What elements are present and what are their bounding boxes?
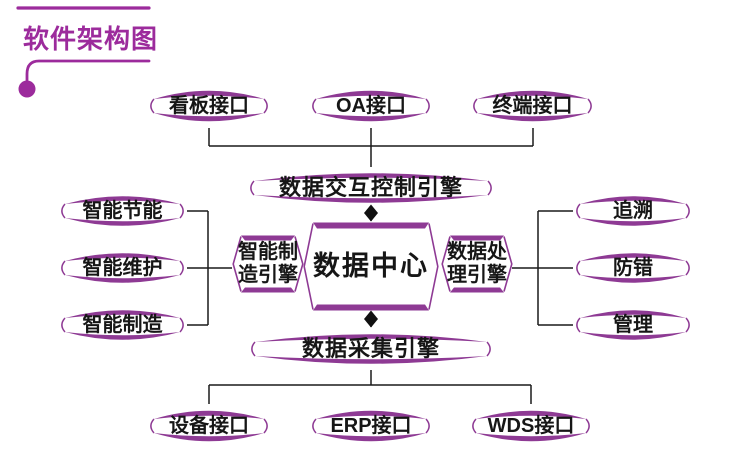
node-label: 数据中心 (313, 250, 429, 281)
node-terminal-interface: 终端接口 (470, 84, 595, 128)
node-data-interaction-control-engine: 数据交互控制引擎 (247, 167, 495, 209)
node-label: 智能节能 (82, 199, 163, 222)
page-title: 软件架构图 (23, 24, 159, 54)
title-underline-curve (25, 59, 151, 82)
node-label: 智能维护 (82, 256, 163, 279)
double-arrow-icon (364, 310, 378, 328)
node-traceability: 追溯 (573, 190, 693, 232)
node-label: ERP接口 (330, 414, 412, 437)
node-data-center: 数据中心 (303, 220, 439, 313)
node-label: 数据采集引擎 (301, 336, 440, 362)
node-error-proofing: 防错 (573, 247, 693, 289)
node-oa-interface: OA接口 (309, 84, 433, 128)
node-data-collection-engine: 数据采集引擎 (248, 328, 494, 370)
node-label: 追溯 (613, 199, 653, 222)
node-label: 管理 (613, 313, 653, 336)
bullet-dot-icon (18, 80, 36, 98)
node-label: 设备接口 (169, 414, 249, 437)
node-label: 终端接口 (492, 94, 573, 117)
node-device-interface: 设备接口 (147, 404, 271, 448)
node-smart-manufacturing: 智能制造 (58, 304, 187, 346)
node-smart-maintenance: 智能维护 (58, 247, 187, 289)
node-kanban-interface: 看板接口 (147, 84, 271, 128)
node-label: 防错 (613, 256, 653, 279)
node-erp-interface: ERP接口 (309, 404, 433, 448)
double-arrow-icon (364, 204, 378, 222)
node-wds-interface: WDS接口 (469, 404, 593, 448)
node-label: 数据交互控制引擎 (278, 175, 463, 201)
left-bracket (187, 210, 232, 326)
node-smart-energy-saving: 智能节能 (58, 190, 187, 232)
node-label: OA接口 (336, 94, 406, 117)
right-bracket (512, 210, 573, 326)
node-label: 智能制造 (82, 313, 163, 336)
title-flourish (16, 6, 151, 98)
node-smart-manufacturing-engine: 智能制造引擎 (232, 233, 304, 295)
node-label: 数据处理引擎 (447, 241, 507, 286)
node-label: 智能制造引擎 (238, 241, 298, 286)
node-management: 管理 (573, 304, 693, 346)
node-label: 看板接口 (169, 94, 249, 117)
node-data-processing-engine: 数据处理引擎 (441, 233, 513, 295)
node-label: WDS接口 (487, 414, 575, 437)
